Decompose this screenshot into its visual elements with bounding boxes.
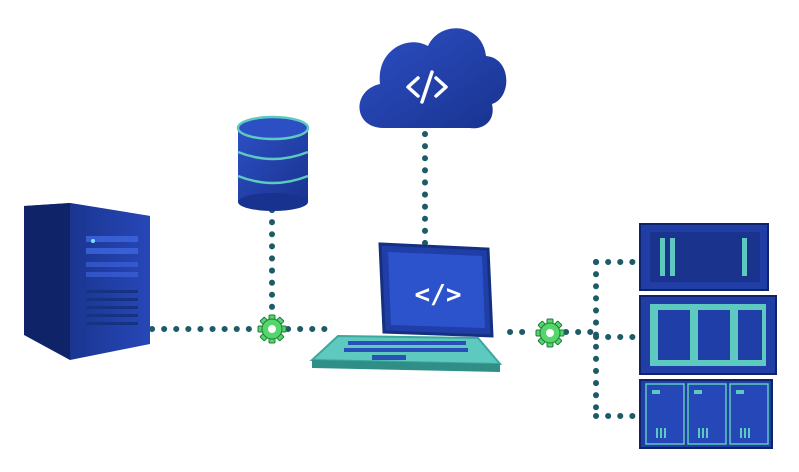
gear-icon	[257, 314, 287, 344]
laptop-trackpad	[372, 355, 406, 360]
gear-icon	[535, 318, 565, 348]
laptop-code-icon: </>	[309, 242, 503, 372]
server-rack-3-icon	[639, 379, 773, 449]
database-icon	[236, 115, 310, 211]
cloud-code-icon	[359, 28, 507, 129]
code-symbol-icon	[406, 70, 448, 104]
server-rack-1-icon	[639, 223, 769, 291]
connectors	[149, 131, 643, 419]
laptop-screen-code: </>	[415, 280, 462, 310]
tower-server-icon	[24, 203, 150, 360]
server-rack-2-icon	[639, 295, 777, 375]
